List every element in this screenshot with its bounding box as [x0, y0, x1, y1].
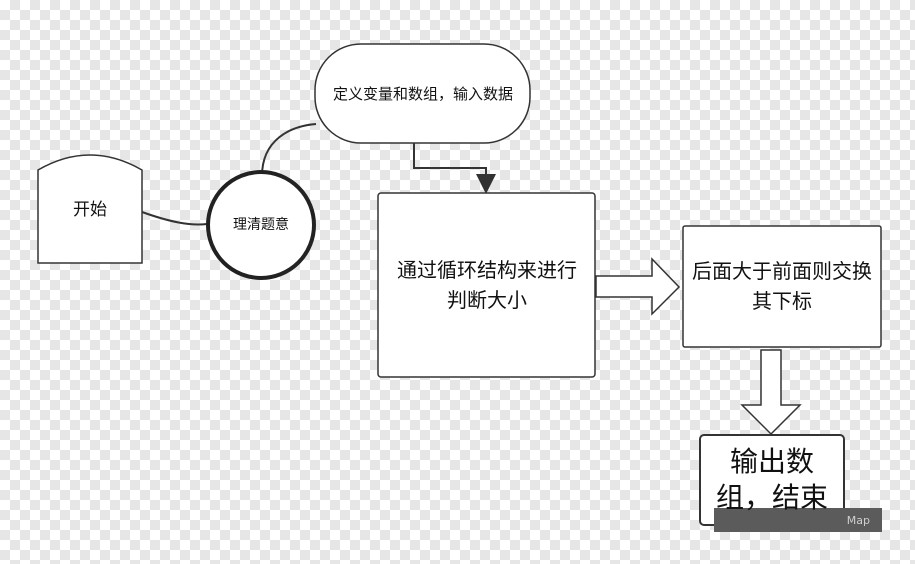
end-node-label: 输出数组，结束	[715, 444, 828, 514]
start-node-label: 开始	[73, 199, 107, 220]
swap-node-label: 后面大于前面则交换其下标	[692, 259, 872, 313]
define-node-label: 定义变量和数组，输入数据	[332, 84, 513, 103]
connector-start-to-understand	[141, 211, 208, 226]
block-arrow-swap-to-end	[740, 349, 802, 436]
watermark-badge: Map	[714, 508, 882, 532]
connector-understand-to-define	[261, 123, 317, 177]
loop-node-label: 通过循环结构来进行判断大小	[397, 258, 577, 312]
connector-define-to-loop	[413, 143, 496, 194]
understand-node-shape[interactable]	[206, 170, 316, 280]
swap-node-shape[interactable]	[682, 225, 882, 348]
understand-node-label: 理清题意	[233, 216, 289, 233]
loop-node-shape[interactable]	[377, 192, 596, 378]
watermark-text: Map	[846, 513, 870, 527]
block-arrow-loop-to-swap	[595, 257, 681, 316]
start-node-shape[interactable]	[37, 154, 143, 264]
define-node-shape[interactable]	[314, 43, 531, 144]
